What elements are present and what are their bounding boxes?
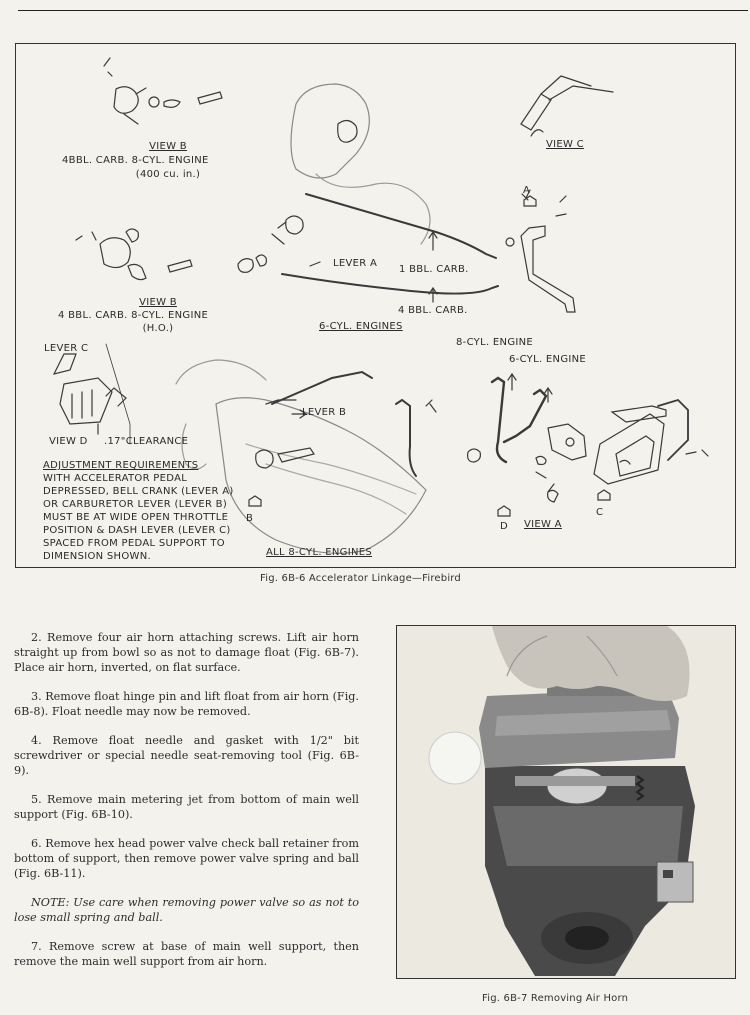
adjustment-title: ADJUSTMENT REQUIREMENTS	[43, 460, 199, 471]
six-cyl-engine-label: 6-CYL. ENGINE	[509, 354, 587, 365]
linkage-drawing	[52, 57, 709, 554]
header-rule	[18, 10, 748, 11]
adjustment-line-4: MUST BE AT WIDE OPEN THROTTLE	[43, 512, 229, 523]
marker-a: A	[523, 185, 531, 196]
lever-c-label: LEVER C	[44, 343, 89, 354]
eight-cyl-engine-label: 8-CYL. ENGINE	[456, 337, 534, 348]
view-b-top-line1: 4BBL. CARB. 8-CYL. ENGINE	[62, 155, 209, 166]
carb-4bbl-label: 4 BBL. CARB.	[398, 305, 468, 316]
adjustment-line-2: DEPRESSED, BELL CRANK (LEVER A)	[43, 486, 234, 497]
carb-1bbl-label: 1 BBL. CARB.	[399, 264, 469, 275]
lever-a-label: LEVER A	[333, 258, 378, 269]
view-b-mid-title: VIEW B	[139, 297, 177, 308]
adjustment-line-1: WITH ACCELERATOR PEDAL	[43, 473, 188, 484]
photo-removing-air-horn	[396, 625, 736, 979]
view-b-mid-line1: 4 BBL. CARB. 8-CYL. ENGINE	[58, 310, 209, 321]
adjustment-line-7: DIMENSION SHOWN.	[43, 551, 151, 562]
six-cyl-engines-title: 6-CYL. ENGINES	[319, 321, 403, 332]
view-b-top-title: VIEW B	[149, 141, 187, 152]
all-8cyl-engines-title: ALL 8-CYL. ENGINES	[266, 547, 373, 558]
note: NOTE: Use care when removing power valve…	[14, 896, 359, 924]
adjustment-line-3: OR CARBURETOR LEVER (LEVER B)	[43, 499, 228, 510]
marker-b: B	[246, 513, 254, 524]
view-d-label: VIEW D	[49, 436, 88, 447]
step-4: 4. Remove float needle and gasket with 1…	[14, 734, 359, 777]
adjustment-line-6: SPACED FROM PEDAL SUPPORT TO	[43, 538, 225, 549]
view-a-label: VIEW A	[524, 519, 562, 530]
figure-6b7-caption: Fig. 6B-7 Removing Air Horn	[482, 993, 629, 1004]
view-c-label: VIEW C	[546, 139, 584, 150]
step-6: 6. Remove hex head power valve check bal…	[14, 837, 359, 880]
procedure-text: 2. Remove four air horn attaching screws…	[14, 630, 359, 983]
step-2: 2. Remove four air horn attaching screws…	[14, 631, 359, 674]
clearance-label: .17"CLEARANCE	[104, 436, 189, 447]
step-3: 3. Remove float hinge pin and lift float…	[14, 690, 359, 718]
figure-6b6-caption: Fig. 6B-6 Accelerator Linkage—Firebird	[260, 573, 461, 584]
lever-b-label: LEVER B	[302, 407, 347, 418]
view-b-mid-line2: (H.O.)	[142, 323, 174, 334]
adjustment-line-5: POSITION & DASH LEVER (LEVER C)	[43, 525, 231, 536]
marker-c: C	[596, 507, 604, 518]
view-b-top-line2: (400 cu. in.)	[135, 169, 201, 180]
marker-d: D	[500, 521, 509, 532]
figure-accelerator-linkage: VIEW B 4BBL. CARB. 8-CYL. ENGINE (400 cu…	[15, 43, 736, 568]
step-5: 5. Remove main metering jet from bottom …	[14, 793, 359, 821]
air-horn-photo-illustration	[397, 626, 734, 977]
step-7: 7. Remove screw at base of main well sup…	[14, 940, 359, 968]
